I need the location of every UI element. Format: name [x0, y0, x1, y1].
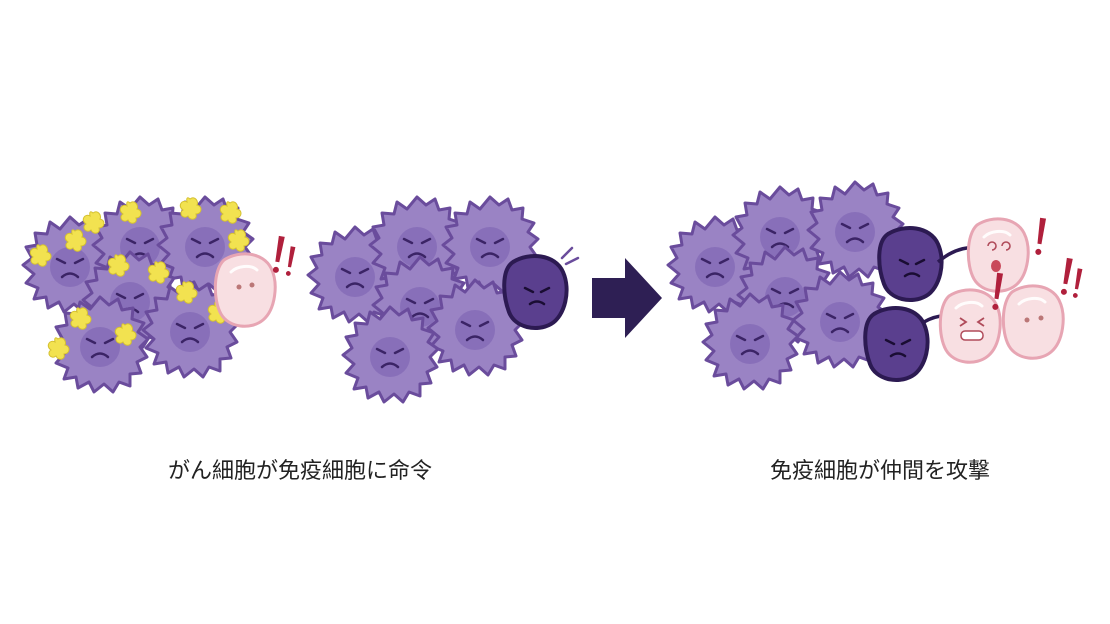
cancer-cell — [701, 292, 800, 391]
immune-cell — [863, 306, 930, 382]
exclamation-mark-icon — [1060, 257, 1073, 296]
exclamation-mark-icon — [1072, 268, 1083, 299]
right-arrow-icon — [592, 258, 662, 338]
immune-cell — [877, 226, 944, 302]
friendly-immune-cell — [1001, 284, 1065, 360]
exclamation-mark-icon — [1034, 217, 1047, 256]
immune-cell — [502, 254, 569, 330]
friendly-immune-cell — [938, 288, 1002, 364]
caption-left: がん細胞が免疫細胞に命令 — [167, 459, 432, 484]
caption-right: 免疫細胞が仲間を攻撃 — [769, 459, 990, 484]
cancer-cell — [341, 305, 440, 404]
exclamation-mark-icon — [285, 246, 296, 277]
exclamation-mark-icon — [272, 235, 285, 274]
friendly-immune-cell — [213, 252, 277, 328]
signal-burst-icon — [560, 246, 580, 266]
